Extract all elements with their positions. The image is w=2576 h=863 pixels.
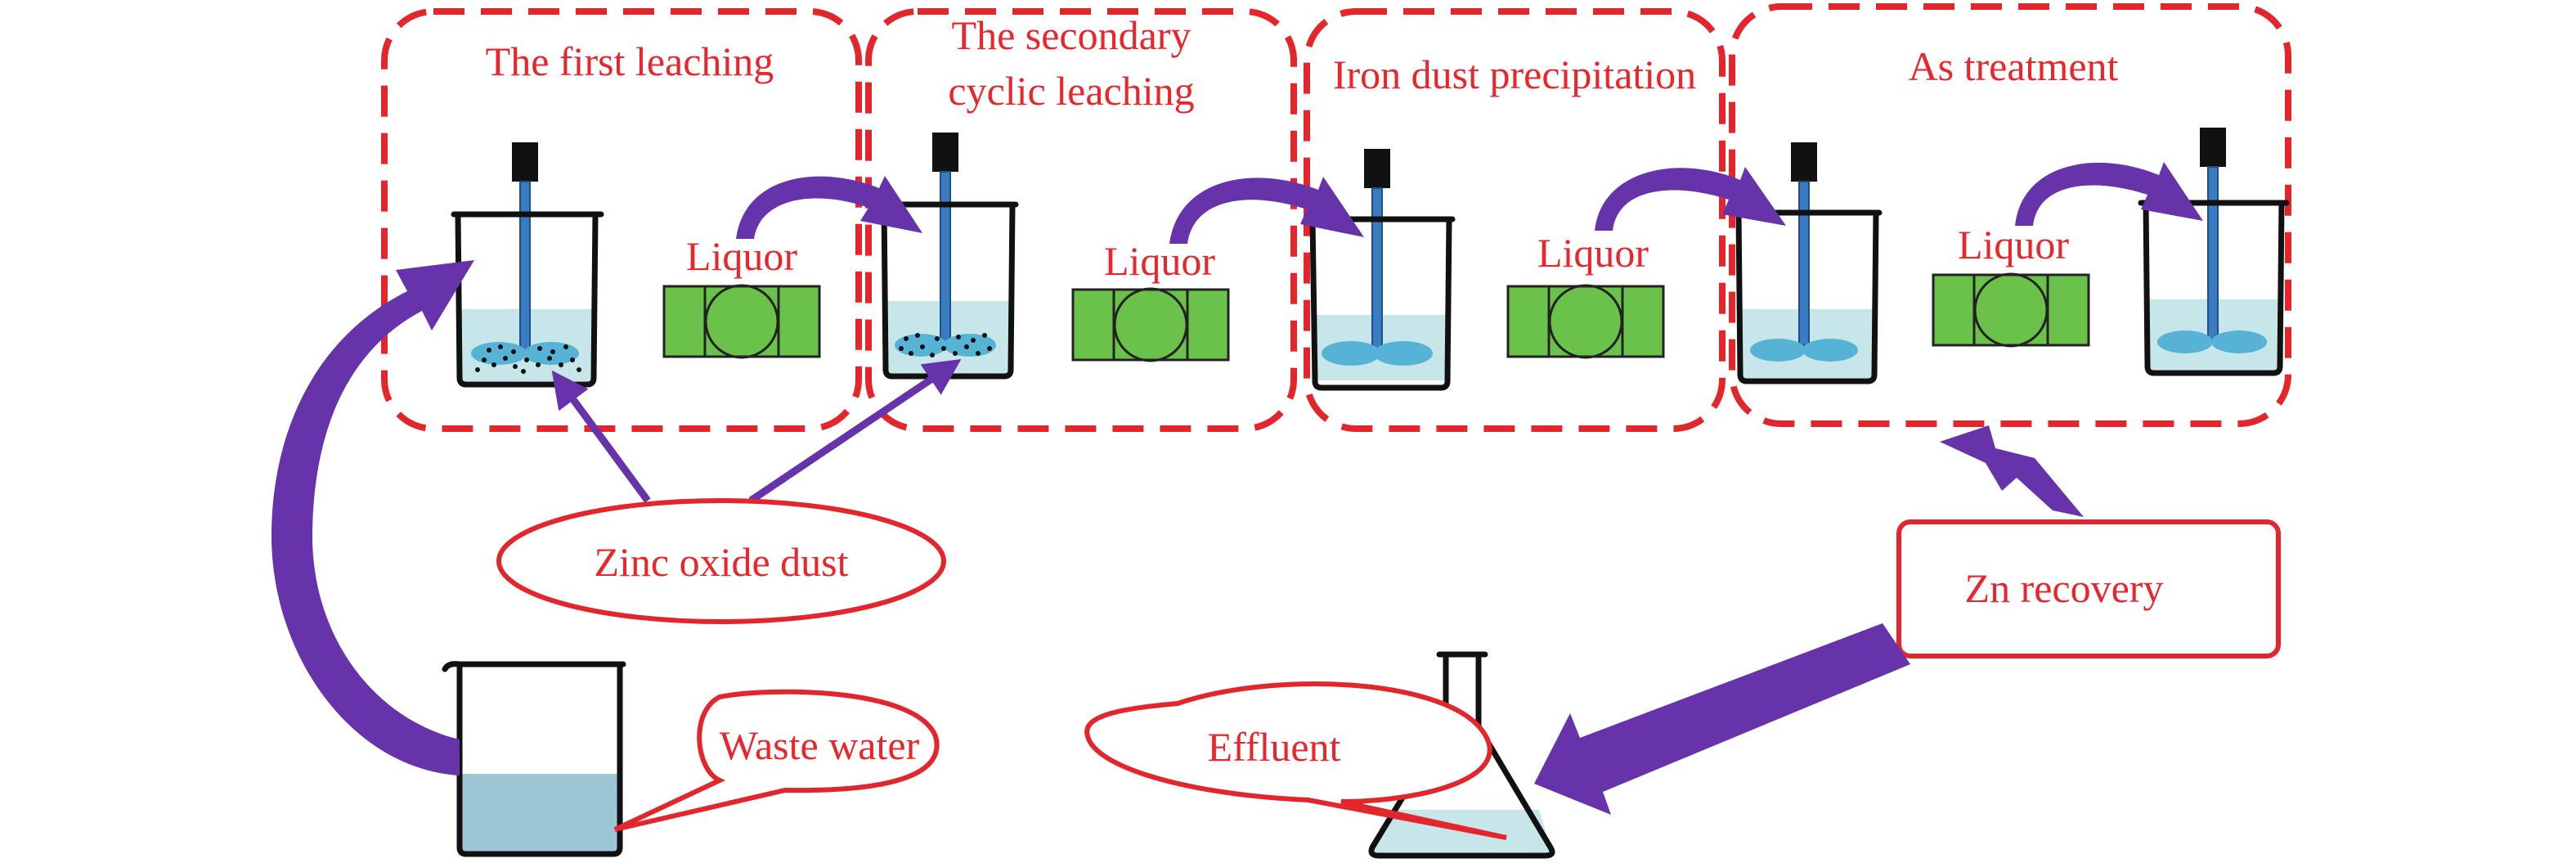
- reactor-2: [877, 133, 1019, 380]
- liquor-label-1: Liquor: [686, 233, 797, 279]
- effluent-label: Effluent: [1208, 724, 1341, 770]
- beaker-icon: [442, 661, 626, 857]
- stage-box-secondary-leaching: [865, 8, 1297, 432]
- stirrer-motor-icon: [1364, 149, 1390, 188]
- beaker-icon: [451, 211, 604, 388]
- reactor-5: [2138, 128, 2290, 376]
- curved-arrow-icon: [2015, 162, 2203, 226]
- stage-title-secondary-line1: The secondary: [952, 12, 1192, 58]
- stage-title-secondary-line2: cyclic leaching: [948, 68, 1194, 114]
- stirrer-motor-icon: [932, 133, 958, 172]
- filter-press-4: [1932, 272, 2090, 348]
- reactor-1: [451, 142, 604, 388]
- waste-water-callout: [613, 689, 940, 832]
- zn-recovery-box: [1896, 519, 2281, 658]
- curved-arrow-icon: [1595, 167, 1786, 231]
- filter-press-icon: [662, 285, 821, 358]
- dust-arrow-to-reactor-1: [551, 370, 651, 503]
- stage-title-iron-precipitation: Iron dust precipitation: [1333, 52, 1696, 97]
- reactor-3: [1305, 149, 1456, 391]
- dust-particles-2: [899, 333, 992, 357]
- waste-water-label: Waste water: [720, 722, 920, 768]
- stage-title-first-leaching: The first leaching: [486, 38, 774, 84]
- stirrer-motor-icon: [512, 142, 538, 182]
- stage-title-as-treatment: As treatment: [1909, 43, 2119, 89]
- transfer-arrow-1: [736, 176, 922, 239]
- liquor-label-2: Liquor: [1104, 238, 1215, 284]
- filter-press-icon: [1506, 285, 1665, 358]
- stirrer-motor-icon: [2200, 128, 2226, 167]
- lightning-arrow: [1940, 425, 2084, 517]
- filter-press-2: [1071, 287, 1230, 362]
- effluent-callout: [1084, 681, 1507, 840]
- recycle-arrow: [271, 260, 474, 775]
- curved-arrow-icon: [1169, 177, 1364, 244]
- dust-arrow-to-reactor-2: [748, 358, 962, 504]
- transfer-arrow-3: [1595, 167, 1786, 231]
- liquor-label-4: Liquor: [1958, 222, 2069, 267]
- zn-recovery-label: Zn recovery: [1965, 565, 2164, 611]
- stirrer-motor-icon: [1791, 142, 1817, 182]
- waste-water-beaker: [442, 661, 626, 857]
- reactor-4: [1730, 142, 1883, 384]
- liquor-label-3: Liquor: [1537, 230, 1649, 276]
- zinc-oxide-dust-callout: [496, 498, 946, 624]
- filter-press-1: [662, 284, 821, 359]
- transfer-arrow-2: [1169, 177, 1364, 244]
- erlenmeyer-flask-icon: [1368, 651, 1555, 859]
- zinc-oxide-dust-label: Zinc oxide dust: [594, 539, 848, 585]
- curved-arrow-icon: [736, 176, 922, 239]
- filter-press-3: [1506, 284, 1665, 359]
- recovery-to-flask-arrow: [1534, 623, 1910, 815]
- transfer-arrow-4: [2015, 162, 2203, 226]
- filter-press-icon: [1071, 288, 1230, 362]
- filter-press-icon: [1932, 273, 2090, 347]
